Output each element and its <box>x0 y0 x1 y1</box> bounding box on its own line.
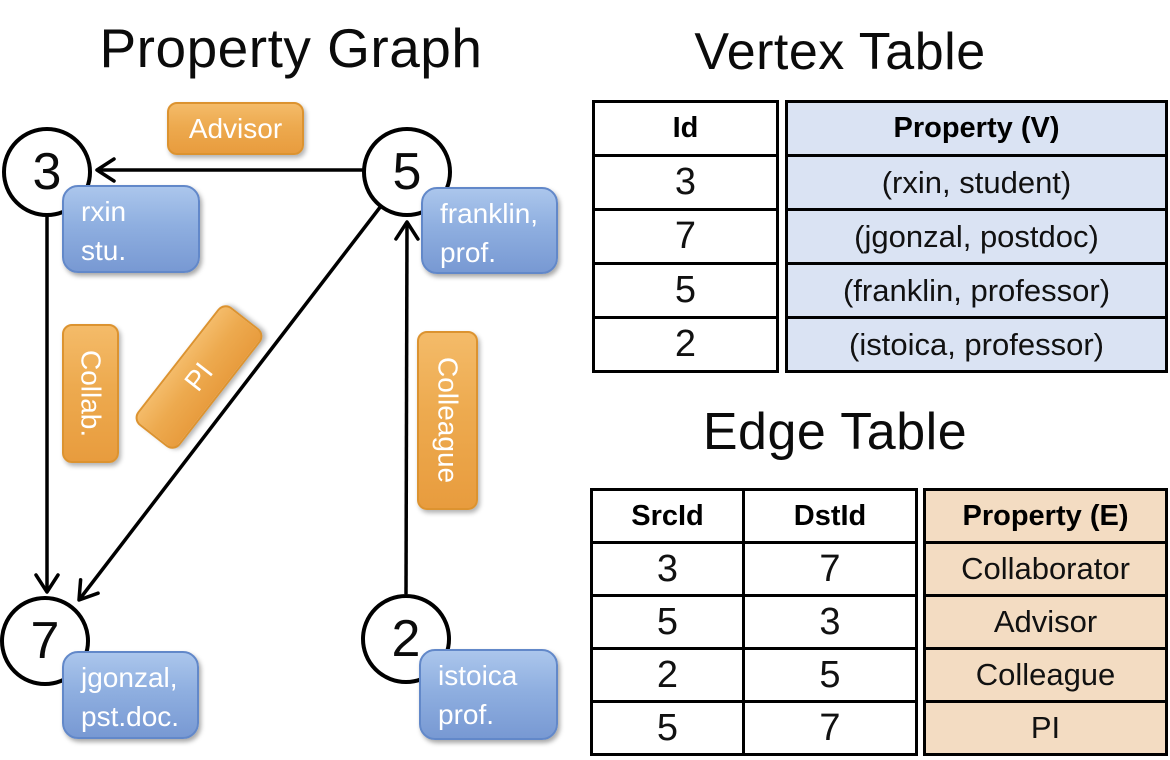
vertex-table-title: Vertex Table <box>694 23 986 81</box>
vertex-3-property-line2: stu. <box>81 235 127 266</box>
vertex-table-property-cell: (franklin, professor) <box>785 262 1168 319</box>
vertex-table-property-cell: (istoica, professor) <box>785 316 1168 373</box>
vertex-5-id: 5 <box>392 143 422 201</box>
vertex-7-property-line1: jgonzal, <box>81 662 178 693</box>
edge-label-advisor-text: Advisor <box>188 112 283 144</box>
vertex-3-id: 3 <box>32 143 62 201</box>
vertex-2-property-line2: prof. <box>438 699 495 730</box>
edge-table-property-cell: Collaborator <box>923 541 1168 597</box>
property-graph-title: Property Graph <box>99 17 483 79</box>
edge-table-property-cell: Advisor <box>923 594 1168 650</box>
vertex-table-id-cell: 2 <box>592 316 779 373</box>
vertex-table-id-column: Id 3 7 5 2 <box>592 100 779 373</box>
edge-arrow-2-to-5 <box>394 220 420 595</box>
edge-table-id-columns: SrcId DstId 3 7 5 3 2 5 5 7 <box>590 488 918 756</box>
edge-table-property-cell: PI <box>923 700 1168 756</box>
edge-table-dst-cell: 7 <box>742 700 918 756</box>
vertex-7-property-box: jgonzal, pst.doc. <box>62 651 199 739</box>
edge-label-collab-text: Collab. <box>75 349 107 438</box>
vertex-table-property-column: Property (V) (rxin, student) (jgonzal, p… <box>785 100 1168 373</box>
edge-table-dst-cell: 3 <box>742 594 918 650</box>
edge-table-src-cell: 5 <box>590 594 745 650</box>
edge-table-dst-cell: 7 <box>742 541 918 597</box>
vertex-table-id-header: Id <box>592 100 779 157</box>
vertex-5-property-box: franklin, prof. <box>421 187 558 274</box>
vertex-table-property-header: Property (V) <box>785 100 1168 157</box>
edge-table-dstid-header: DstId <box>742 488 918 544</box>
vertex-5-property-line2: prof. <box>440 237 497 268</box>
edge-label-colleague: Colleague <box>417 331 478 510</box>
edge-table-property-header: Property (E) <box>923 488 1168 544</box>
edge-table-title: Edge Table <box>702 403 968 461</box>
edge-table-property-column: Property (E) Collaborator Advisor Collea… <box>923 488 1168 756</box>
edge-table-dst-cell: 5 <box>742 647 918 703</box>
vertex-table-property-cell: (jgonzal, postdoc) <box>785 208 1168 265</box>
vertex-table-id-cell: 5 <box>592 262 779 319</box>
edge-label-advisor: Advisor <box>167 102 304 155</box>
edge-table-srcid-header: SrcId <box>590 488 745 544</box>
edge-table-src-cell: 3 <box>590 541 745 597</box>
vertex-7-id: 7 <box>30 612 60 670</box>
vertex-table-id-cell: 7 <box>592 208 779 265</box>
vertex-3-property-box: rxin stu. <box>62 185 200 273</box>
vertex-3-property-line1: rxin <box>81 196 127 227</box>
edge-table-property-cell: Colleague <box>923 647 1168 703</box>
vertex-7-property-line2: pst.doc. <box>81 701 180 732</box>
edge-label-colleague-text: Colleague <box>432 357 464 484</box>
edge-arrow-5-to-7 <box>77 204 383 602</box>
vertex-2-property-box: istoica prof. <box>419 649 558 740</box>
vertex-2-id: 2 <box>391 610 421 668</box>
vertex-table-property-cell: (rxin, student) <box>785 154 1168 211</box>
vertex-2-property-line1: istoica <box>438 660 518 691</box>
edge-table-src-cell: 2 <box>590 647 745 703</box>
vertex-5-property-line1: franklin, <box>440 198 539 229</box>
edge-label-pi-text: PI <box>178 356 219 397</box>
edge-label-collab: Collab. <box>62 324 119 463</box>
edge-table-src-cell: 5 <box>590 700 745 756</box>
vertex-table-id-cell: 3 <box>592 154 779 211</box>
